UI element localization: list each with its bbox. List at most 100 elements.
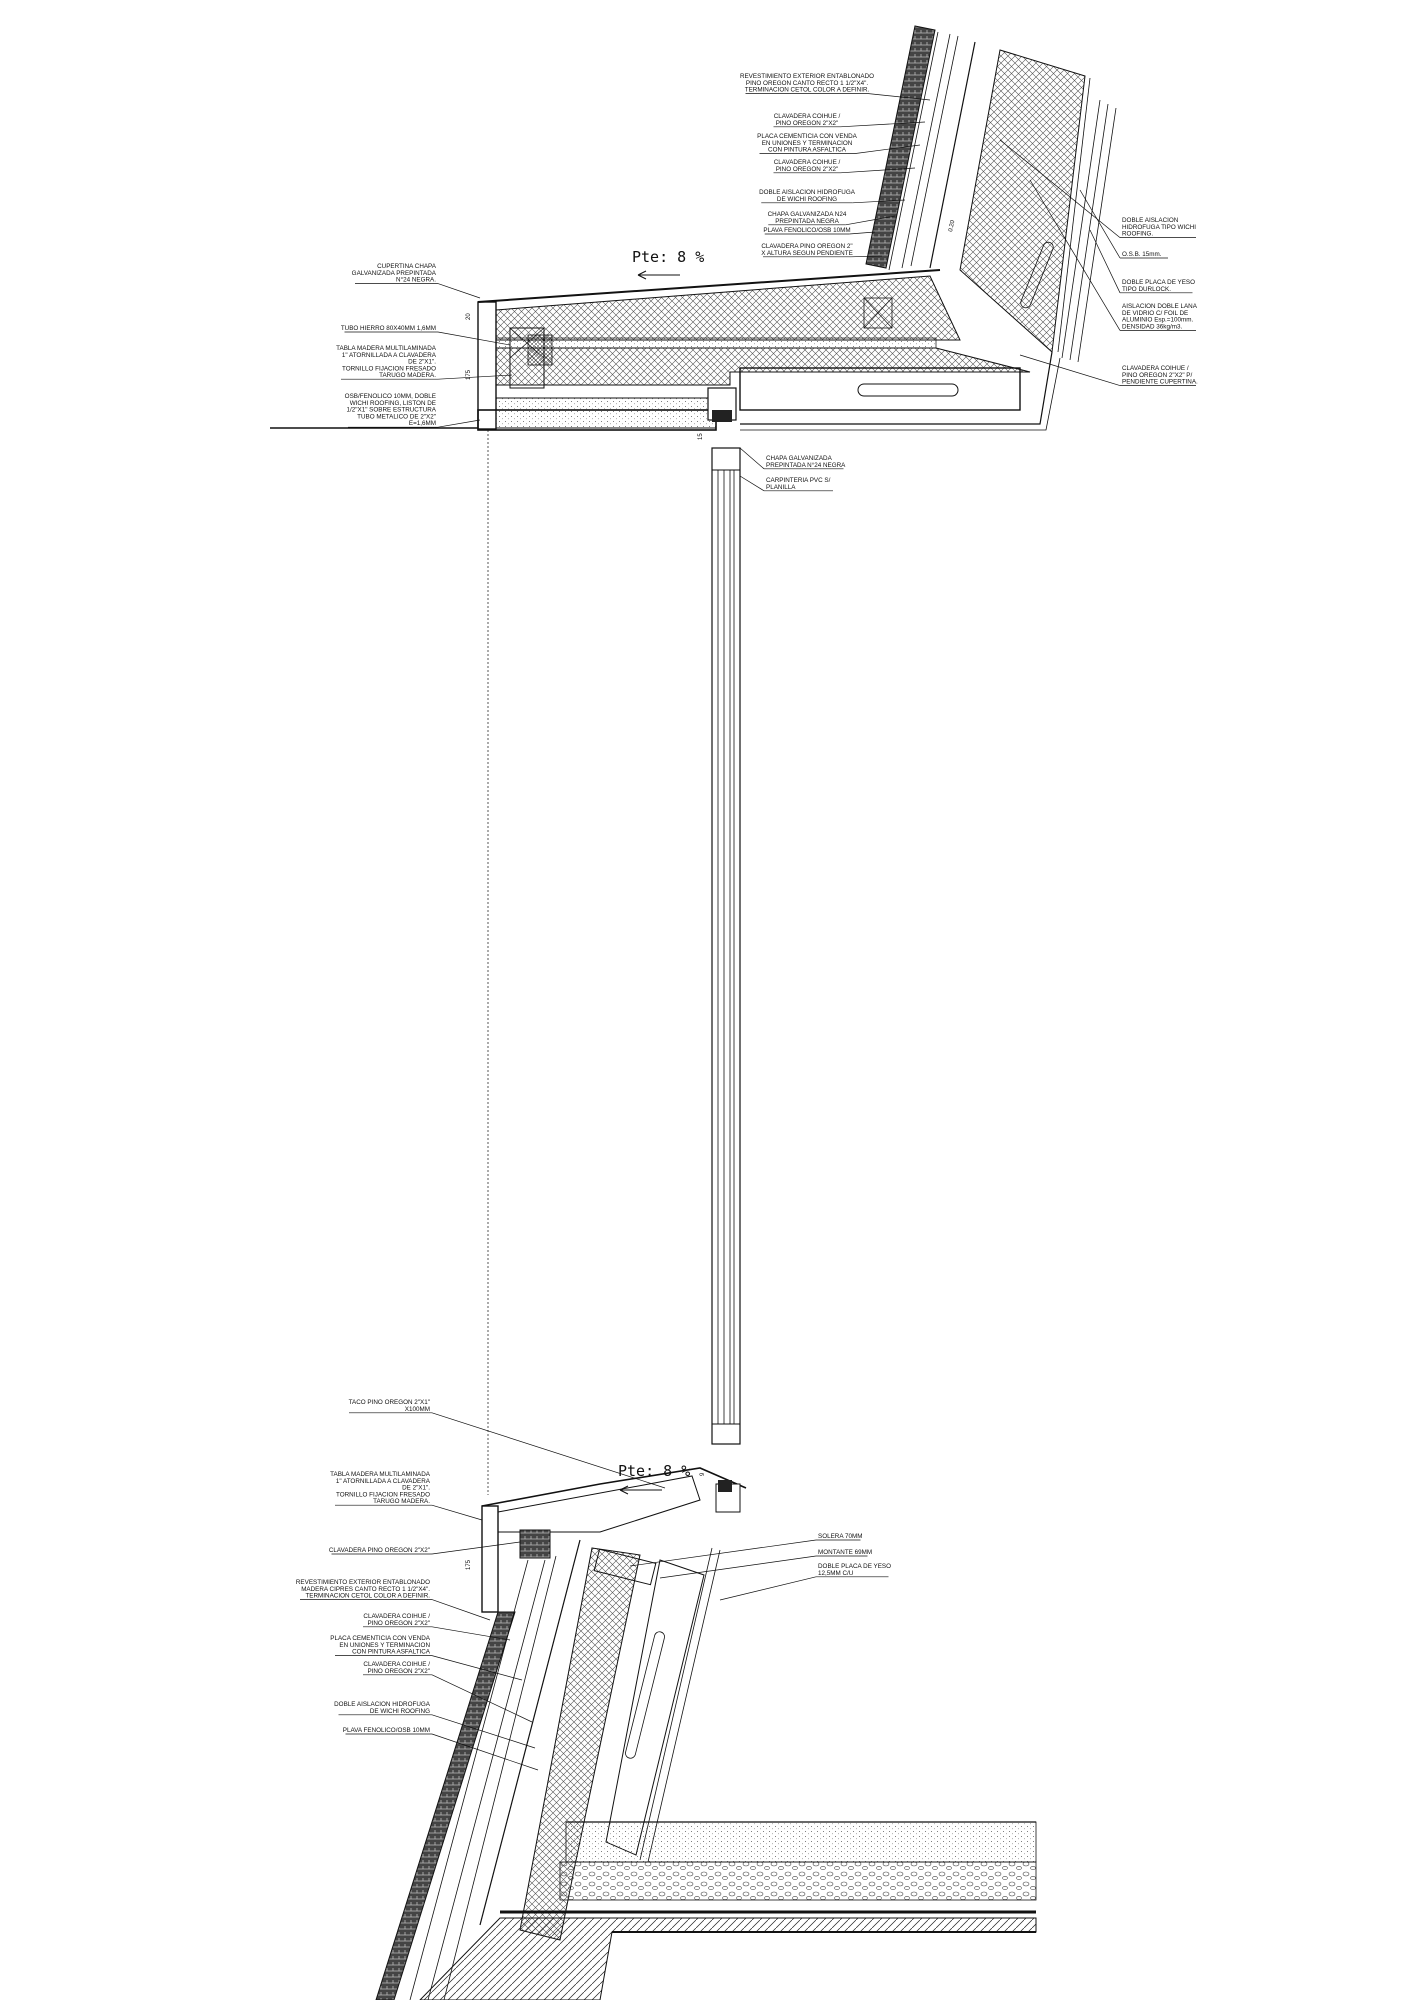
label-line: CUPERTINA CHAPA — [377, 263, 437, 270]
label-line: PINO OREGON 2"X2" — [367, 1668, 430, 1675]
window-top-rail — [711, 447, 741, 471]
sill-outer-board — [481, 1505, 499, 1613]
label-line: DE WICHI ROOFING — [370, 1708, 430, 1715]
label-line: TERMINACION CETOL COLOR A DEFINIR. — [745, 87, 870, 94]
label-line: TIPO DURLOCK. — [1122, 286, 1171, 293]
sill-batten — [519, 1529, 551, 1559]
upper-wall-layer-1 — [888, 31, 939, 271]
label-line: PENDIENTE CUPERTINA. — [1122, 379, 1198, 386]
lower-wall-gypsum-1 — [639, 1547, 713, 1861]
label-line: PINO OREGON 2"X2" — [776, 120, 839, 127]
roof-wood-block-2 — [863, 297, 893, 329]
leader-line — [739, 447, 765, 470]
label-line: REVESTIMIENTO EXTERIOR ENTABLONADO — [740, 73, 874, 80]
upper-wall-layer-2 — [901, 33, 951, 269]
dim-bottom-small: 9 — [700, 1472, 706, 1476]
leader-line — [845, 215, 896, 226]
label-line: AISLACION DOBLE LANA — [1122, 303, 1198, 310]
upper-wall-layer-4 — [929, 41, 976, 269]
roof-beam — [739, 367, 1021, 411]
leader-line — [854, 144, 921, 154]
leader-line — [431, 1504, 483, 1521]
label-line: PINO OREGON 2"X2" — [776, 166, 839, 173]
parapet-tube-x — [509, 327, 545, 359]
label-line: CLAVADERA COIHUE / — [774, 159, 841, 166]
label-line: PLAVA FENOLICO/OSB 10MM — [343, 1727, 430, 1734]
leader-line — [999, 139, 1121, 238]
roof-batten-band — [495, 337, 937, 349]
leader-line — [431, 1599, 491, 1621]
label-line: N°24 NEGRA. — [396, 276, 436, 284]
label-line: CHAPA GALVANIZADA N24 — [768, 211, 847, 218]
label-line: DOBLE AISLACION HIDROFUGA — [759, 189, 856, 196]
label-line: ROOFING. — [1122, 231, 1153, 238]
label-line: REVESTIMIENTO EXTERIOR ENTABLONADO — [296, 1579, 430, 1586]
label-line: CLAVADERA COIHUE / — [363, 1613, 430, 1620]
dim-top-right-diag: 0.20 — [948, 219, 956, 232]
slope-label-top: Pte: 8 % — [632, 248, 704, 266]
leader-line — [437, 283, 481, 299]
sill-window-fixing — [718, 1480, 732, 1492]
dim-bottom-side: 175 — [466, 1559, 472, 1570]
label-line: TUBO METALICO DE 2"X2" — [357, 413, 436, 420]
label-line: OSB/FENOLICO 10MM, DOBLE — [345, 393, 436, 400]
labels-bottom-left-block-5: CLAVADERA COIHUE /PINO OREGON 2"X2" — [363, 1613, 511, 1641]
floor-gravel — [559, 1861, 1037, 1901]
leader-line — [840, 121, 926, 128]
labels-top-left-block-2: TUBO HIERRO 80X40MM 1,6MM — [341, 325, 511, 346]
label-line: TORNILLO FIJACION FRESADO — [342, 365, 436, 372]
bottom-sill-detail — [375, 1467, 1037, 2000]
leader-line — [1019, 354, 1121, 386]
label-line: DE VIDRIO C/ FOIL DE — [1122, 310, 1188, 317]
label-line: CLAVADERA COIHUE / — [774, 113, 841, 120]
label-line: WICHI ROOFING, LISTON DE — [350, 400, 436, 407]
labels-bottom-left-block-1: TACO PINO OREGON 2"X1"X100MM — [349, 1399, 666, 1489]
dim-window-gap: 15 — [698, 433, 704, 440]
slope-arrow-bottom — [619, 1485, 662, 1495]
label-line: DE 2"X1". — [402, 1485, 430, 1492]
roof-beam-slot — [857, 383, 959, 397]
leader-line — [1089, 229, 1121, 293]
leader-line — [1029, 179, 1121, 331]
lower-wall-insulation — [519, 1547, 641, 1941]
label-line: X ALTURA SEGUN PENDIENTE — [761, 250, 853, 257]
label-line: TARUGO MADERA. — [373, 1498, 430, 1505]
ceiling-line-2 — [740, 357, 1061, 431]
window-frame-outer — [711, 447, 741, 1445]
leader-line — [431, 1655, 523, 1681]
labels-bottom-right-block-2: MONTANTE 69MM — [659, 1549, 872, 1579]
label-line: CARPINTERIA PVC S/ — [766, 477, 831, 484]
label-line: 1" ATORNILLADA A CLAVADERA — [336, 1478, 431, 1485]
window-frame — [487, 430, 741, 1495]
label-line: CON PINTURA ASFALTICA — [768, 147, 847, 154]
roof-cap-flashing — [477, 269, 941, 303]
leader-line — [719, 1576, 817, 1601]
label-line: MADERA CIPRES CANTO RECTO 1 1/2"X4". — [301, 1586, 430, 1593]
leader-line — [437, 331, 511, 346]
leader-line — [431, 1626, 511, 1641]
label-line: TUBO HIERRO 80X40MM 1,6MM — [341, 325, 436, 332]
label-line: PINO OREGON CANTO RECTO 1 1/2"X4". — [746, 80, 868, 87]
upper-cladding — [865, 25, 936, 269]
slope-label-bottom: Pte: 8 % — [618, 1462, 690, 1480]
labels-top-right-block-4: CLAVADERA COIHUE /PINO OREGON 2"X2" — [773, 159, 916, 174]
label-line: PLANILLA — [766, 484, 796, 491]
leader-line — [437, 374, 513, 380]
label-line: DE WICHI ROOFING — [777, 196, 837, 203]
labels-bottom-left-block-3: CLAVADERA PINO OREGON 2"X2" — [329, 1541, 521, 1555]
label-line: DOBLE AISLACION — [1122, 217, 1179, 224]
dim-top-side: 175 — [466, 369, 472, 380]
leader-line — [849, 231, 876, 235]
label-line: PREPINTADA NEGRA — [775, 218, 839, 225]
label-line: DENSIDAD 36kg/m3. — [1122, 323, 1182, 330]
label-line: DOBLE PLACA DE YESO — [818, 1563, 891, 1570]
label-line: CON PINTURA ASFALTICA — [352, 1649, 431, 1656]
